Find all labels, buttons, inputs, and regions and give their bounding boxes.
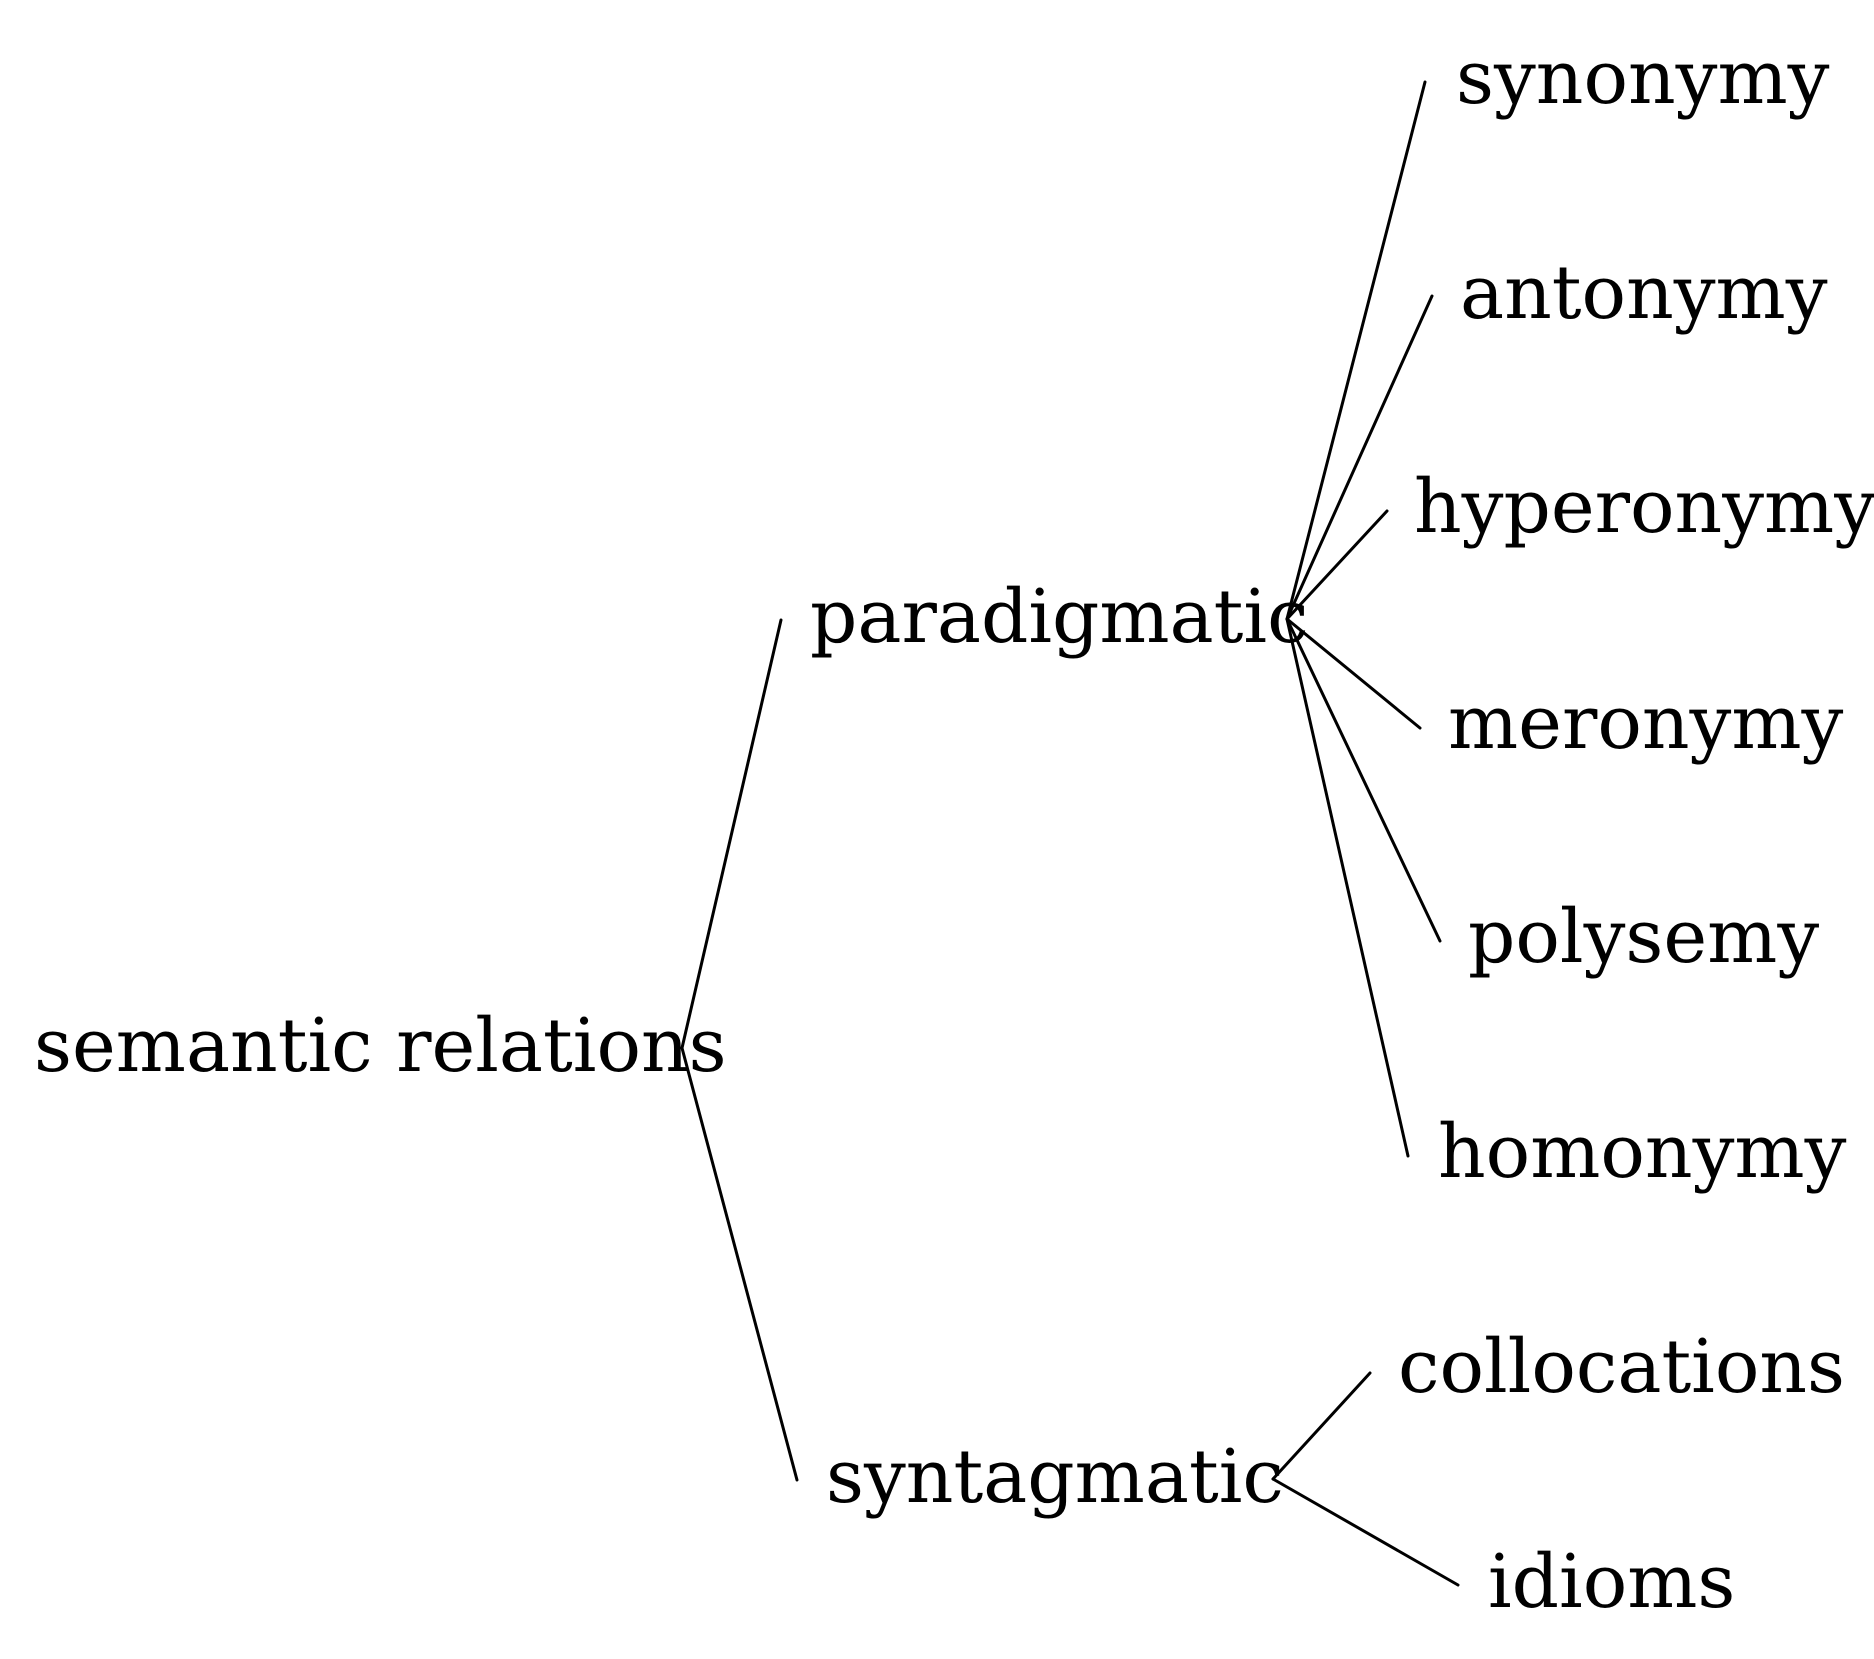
edge-syntagmatic-idioms bbox=[1271, 1477, 1460, 1587]
leaf-label-meronymy: meronymy bbox=[1448, 680, 1844, 766]
edge-paradigmatic-meronymy bbox=[1285, 617, 1422, 730]
leaf-label-idioms: idioms bbox=[1488, 1539, 1735, 1625]
edge-paradigmatic-homonymy bbox=[1285, 617, 1410, 1158]
edge-syntagmatic-collocations bbox=[1271, 1371, 1372, 1481]
branch-label-syntagmatic: syntagmatic bbox=[826, 1434, 1284, 1520]
leaf-label-collocations: collocations bbox=[1398, 1324, 1845, 1410]
edge-root-syntagmatic bbox=[680, 1046, 799, 1482]
leaf-label-polysemy: polysemy bbox=[1468, 894, 1819, 980]
edge-paradigmatic-hyperonymy bbox=[1285, 509, 1389, 621]
edge-paradigmatic-antonymy bbox=[1285, 294, 1434, 621]
leaf-label-antonymy: antonymy bbox=[1460, 250, 1828, 336]
leaf-label-homonymy: homonymy bbox=[1438, 1109, 1847, 1195]
leaf-label-hyperonymy: hyperonymy bbox=[1414, 464, 1874, 550]
edge-paradigmatic-synonymy bbox=[1285, 80, 1427, 621]
root-label: semantic relations bbox=[34, 1003, 727, 1089]
edge-paradigmatic-polysemy bbox=[1285, 617, 1442, 943]
leaf-label-synonymy: synonymy bbox=[1456, 35, 1830, 121]
edge-root-paradigmatic bbox=[680, 618, 783, 1050]
branch-label-paradigmatic: paradigmatic bbox=[810, 574, 1309, 660]
